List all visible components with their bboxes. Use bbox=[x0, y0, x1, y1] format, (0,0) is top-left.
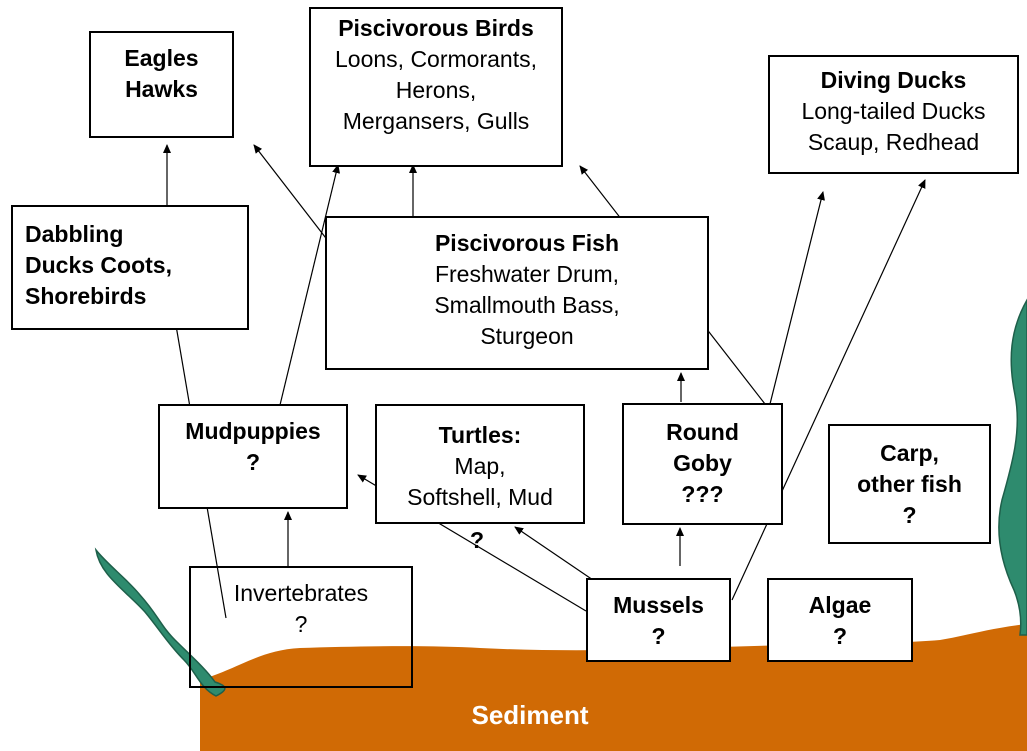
node-label: ? bbox=[588, 621, 729, 652]
turtles-question-mark: ? bbox=[470, 527, 484, 554]
node-round-goby: Round Goby ??? bbox=[622, 403, 783, 525]
node-invertebrates: Invertebrates ? bbox=[189, 566, 413, 688]
node-line: Smallmouth Bass, bbox=[347, 290, 707, 321]
node-eagles-hawks: Eagles Hawks bbox=[89, 31, 234, 138]
node-piscivorous-birds: Piscivorous Birds Loons, Cormorants, Her… bbox=[309, 7, 563, 167]
node-carp: Carp, other fish ? bbox=[828, 424, 991, 544]
node-line: Long-tailed Ducks bbox=[770, 96, 1017, 127]
node-label: Algae bbox=[769, 590, 911, 621]
node-line: Herons, bbox=[311, 75, 561, 106]
node-title: Turtles: bbox=[377, 420, 583, 451]
node-label: Ducks Coots, bbox=[25, 250, 247, 281]
node-label: Round bbox=[624, 417, 781, 448]
node-line: ? bbox=[191, 609, 411, 640]
node-turtles: Turtles: Map, Softshell, Mud bbox=[375, 404, 585, 524]
node-line: Loons, Cormorants, bbox=[311, 44, 561, 75]
sediment-label: Sediment bbox=[430, 700, 630, 731]
arrow-goby-to-diving-ducks bbox=[770, 192, 823, 404]
node-label: other fish bbox=[830, 469, 989, 500]
node-label: Shorebirds bbox=[25, 281, 247, 312]
node-mussels: Mussels ? bbox=[586, 578, 731, 662]
node-line: Softshell, Mud bbox=[377, 482, 583, 513]
node-label: Dabbling bbox=[25, 219, 247, 250]
node-line: Sturgeon bbox=[347, 321, 707, 352]
node-line: Mergansers, Gulls bbox=[311, 106, 561, 137]
node-label: ? bbox=[830, 500, 989, 531]
node-title: Piscivorous Birds bbox=[311, 13, 561, 44]
node-algae: Algae ? bbox=[767, 578, 913, 662]
seaweed-right bbox=[999, 300, 1027, 635]
node-line: Freshwater Drum, bbox=[347, 259, 707, 290]
node-line: Scaup, Redhead bbox=[770, 127, 1017, 158]
node-label: Carp, bbox=[830, 438, 989, 469]
node-label: Mudpuppies bbox=[160, 416, 346, 447]
node-diving-ducks: Diving Ducks Long-tailed Ducks Scaup, Re… bbox=[768, 55, 1019, 174]
node-piscivorous-fish: Piscivorous Fish Freshwater Drum, Smallm… bbox=[325, 216, 709, 370]
node-label: Eagles bbox=[91, 43, 232, 74]
arrow-mussels-to-turtles bbox=[515, 527, 593, 580]
node-label: ? bbox=[769, 621, 911, 652]
node-title: Diving Ducks bbox=[770, 65, 1017, 96]
node-label: ??? bbox=[624, 479, 781, 510]
node-label: Mussels bbox=[588, 590, 729, 621]
node-line: Map, bbox=[377, 451, 583, 482]
node-dabbling-ducks: Dabbling Ducks Coots, Shorebirds bbox=[11, 205, 249, 330]
node-label: Hawks bbox=[91, 74, 232, 105]
node-label: ? bbox=[160, 447, 346, 478]
node-mudpuppies: Mudpuppies ? bbox=[158, 404, 348, 509]
node-label: Goby bbox=[624, 448, 781, 479]
node-line: Invertebrates bbox=[191, 578, 411, 609]
node-title: Piscivorous Fish bbox=[347, 228, 707, 259]
